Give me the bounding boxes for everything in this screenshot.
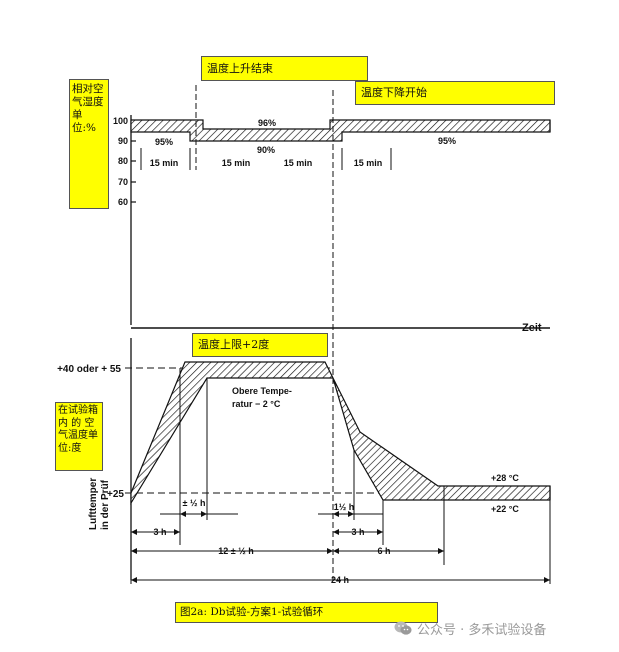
label-plus28: +28 °C	[491, 473, 519, 483]
time-axis-label: Zeit	[522, 322, 542, 334]
label-15min-d: 15 min	[354, 158, 383, 168]
dimension-arrowheads	[131, 511, 550, 583]
label-24h: 24 h	[331, 575, 349, 585]
temp-upper-limit-note: 温度上限+2度	[192, 333, 328, 357]
figure-caption: 图2a: Db试验-方案1-试验循环	[175, 602, 438, 623]
label-15min-a: 15 min	[150, 158, 179, 168]
wechat-icon	[394, 621, 412, 635]
label-15min-b: 15 min	[222, 158, 251, 168]
humidity-rise-end-note: 温度上升结束	[201, 56, 368, 81]
label-95-right: 95%	[438, 136, 456, 146]
temperature-band	[130, 361, 551, 506]
upper-band-label-1: Obere Tempe-	[232, 386, 292, 396]
humidity-tick-60: 60	[118, 197, 128, 207]
label-96: 96%	[258, 118, 276, 128]
humidity-band	[130, 119, 551, 142]
axis-label-lufttemper: Lufttemper	[88, 478, 99, 530]
humidity-tick-90: 90	[118, 136, 128, 146]
label-3h-left: 3 h	[153, 527, 166, 537]
label-95-left: 95%	[155, 137, 173, 147]
label-plus22: +22 °C	[491, 504, 519, 514]
lower-temp-label: +25	[107, 489, 124, 500]
label-half-h-right: 1½ h	[334, 502, 355, 512]
temperature-unit-note: 在试验箱内 的 空气温度单位:度	[55, 402, 103, 471]
label-6h: 6 h	[377, 546, 390, 556]
watermark: 公众号 · 多禾试验设备	[394, 618, 546, 638]
label-3h-right: 3 h	[351, 527, 364, 537]
humidity-fall-start-note: 温度下降开始	[355, 81, 555, 105]
axis-label-pruef: in der Prüf	[100, 479, 111, 530]
label-half-h-left: ± ½ h	[183, 498, 206, 508]
upper-band-label-2: ratur − 2 °C	[232, 399, 281, 409]
humidity-tick-70: 70	[118, 177, 128, 187]
humidity-unit-note: 相对空气湿度单位:%	[69, 79, 109, 209]
watermark-text: 公众号 · 多禾试验设备	[417, 622, 547, 638]
label-12h: 12 ± ½ h	[218, 546, 253, 556]
label-15min-c: 15 min	[284, 158, 313, 168]
humidity-ticks	[131, 120, 136, 203]
label-90: 90%	[257, 145, 275, 155]
humidity-tick-100: 100	[113, 116, 128, 126]
humidity-tick-80: 80	[118, 156, 128, 166]
upper-temp-label: +40 oder + 55	[57, 364, 121, 375]
